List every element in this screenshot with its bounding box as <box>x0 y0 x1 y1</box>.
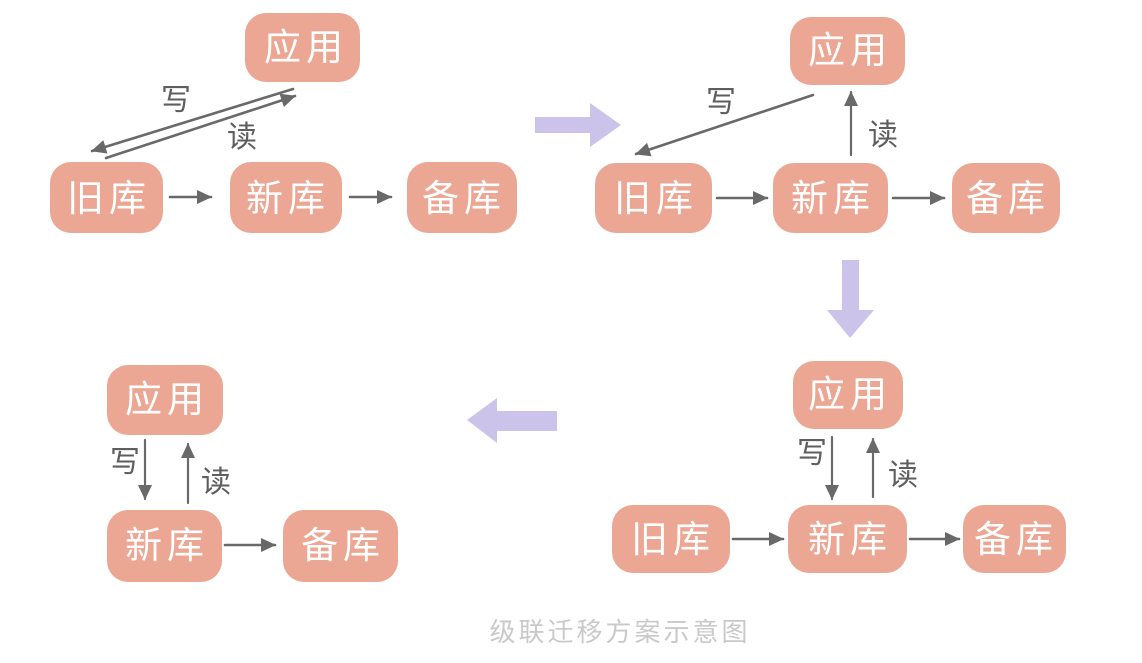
stage1-read-arrow <box>104 93 297 160</box>
stage1-app-node <box>245 13 360 82</box>
stage2-old-db-label: 旧库 <box>614 177 698 220</box>
stage3-read-label: 读 <box>888 458 918 493</box>
stage3-app-label: 应用 <box>808 373 892 416</box>
stage2-backup-db-label: 备库 <box>966 177 1050 220</box>
stage4-new-db-node <box>107 510 222 582</box>
stage4-app-label: 应用 <box>125 378 209 421</box>
stage2-old-db-node <box>595 163 712 233</box>
stage3-write-label: 写 <box>797 436 827 471</box>
stage2-write-arrow <box>634 93 815 157</box>
stage3-app-node <box>793 361 903 429</box>
stage4-read-label: 读 <box>201 465 231 500</box>
stage1-new-db-label: 新库 <box>246 177 330 220</box>
stage1-old-db-label: 旧库 <box>67 177 151 220</box>
stage4-write-label: 写 <box>110 445 140 480</box>
stage1-old-db-node <box>50 162 163 233</box>
stage3-new-db-label: 新库 <box>808 518 892 561</box>
flow-arrow-right-icon <box>535 103 621 147</box>
stage2-write-label: 写 <box>706 85 736 120</box>
stage1-read-label: 读 <box>227 120 257 155</box>
stage4-app-node <box>107 365 223 435</box>
flow-arrow-left-icon <box>467 398 557 443</box>
stage1-backup-db-node <box>407 162 517 233</box>
stage1-write-label: 写 <box>161 83 191 118</box>
stage3-old-db-label: 旧库 <box>631 518 715 561</box>
stage1-write-arrow <box>90 87 295 154</box>
stage2-new-db-node <box>773 163 888 233</box>
stage-1: 应用 旧库 新库 备库 写 读 <box>50 13 517 233</box>
stage1-app-label: 应用 <box>264 26 348 69</box>
stage4-backup-db-node <box>283 510 398 582</box>
stage2-new-db-label: 新库 <box>791 177 875 220</box>
stage-3: 应用 旧库 新库 备库 写 读 <box>612 361 1066 573</box>
stage-4: 应用 新库 备库 写 读 <box>107 365 398 582</box>
stage1-backup-db-label: 备库 <box>422 177 506 220</box>
stage3-backup-db-node <box>963 505 1066 573</box>
stage2-app-label: 应用 <box>808 29 892 72</box>
stage2-backup-db-node <box>952 163 1060 233</box>
stage-2: 应用 旧库 新库 备库 写 读 <box>595 17 1060 233</box>
stage3-old-db-node <box>612 505 730 573</box>
stage2-read-label: 读 <box>868 118 898 153</box>
stage2-app-node <box>790 17 905 85</box>
stage3-new-db-node <box>788 505 907 573</box>
stage4-new-db-label: 新库 <box>125 524 209 567</box>
stage3-backup-db-label: 备库 <box>974 518 1058 561</box>
diagram-caption: 级联迁移方案示意图 <box>489 618 750 648</box>
stage4-backup-db-label: 备库 <box>301 524 385 567</box>
stage1-new-db-node <box>230 162 342 233</box>
flow-arrow-down-icon <box>827 260 874 338</box>
